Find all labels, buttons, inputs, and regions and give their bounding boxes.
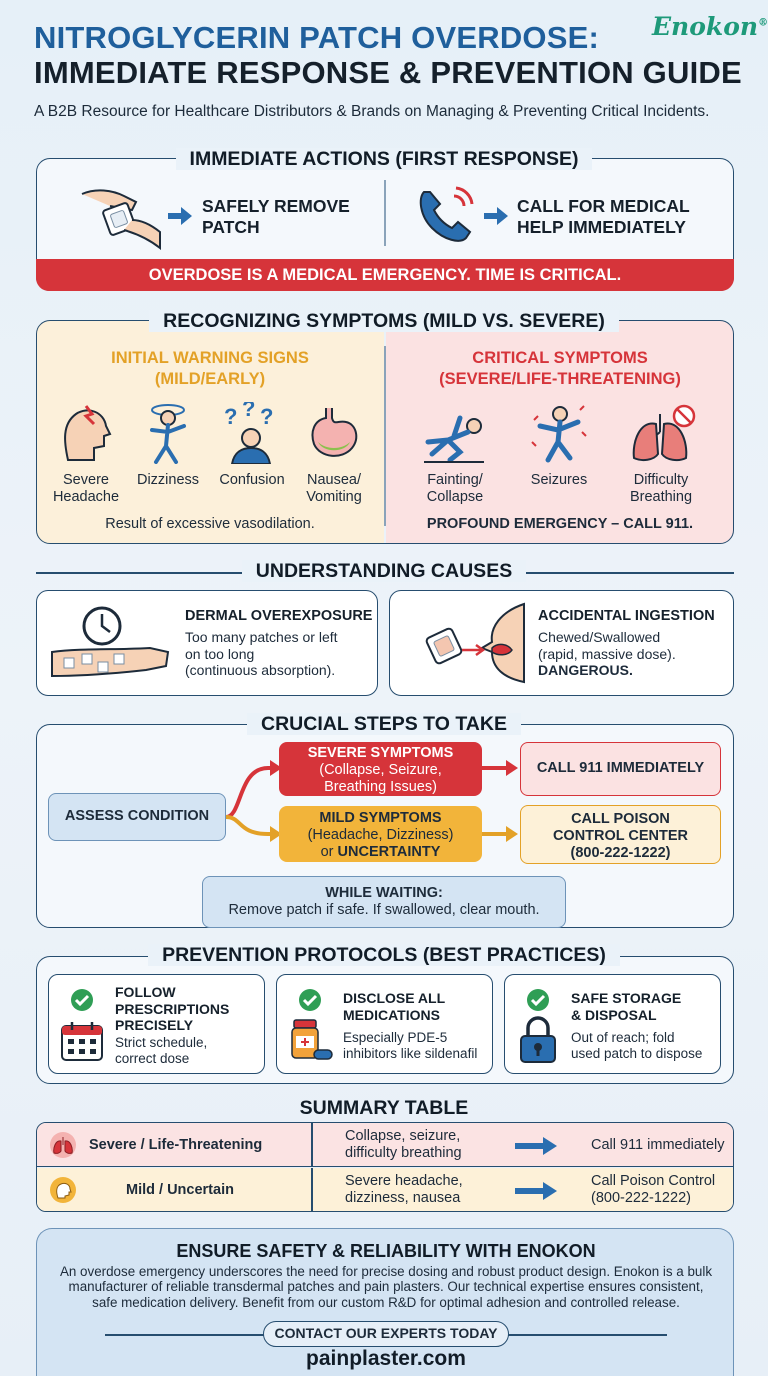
prevention-storage-title: SAFE STORAGE& DISPOSAL <box>571 990 682 1023</box>
phone-call-icon <box>419 186 474 242</box>
while-waiting-box: WHILE WAITING: Remove patch if safe. If … <box>202 876 566 928</box>
brand-name: Enokon <box>652 12 759 41</box>
arrow-right-icon <box>515 1137 557 1155</box>
website-link[interactable]: painplaster.com <box>306 1347 466 1370</box>
arm-patches-clock-icon <box>51 606 170 678</box>
svg-text:?: ? <box>242 402 255 421</box>
prevention-prescriptions-text: Strict schedule,correct dose <box>115 1035 208 1066</box>
footer-body: An overdose emergency underscores the ne… <box>59 1264 713 1310</box>
hand-removing-patch-icon <box>81 189 161 250</box>
symptom-confusion: Confusion <box>219 472 285 488</box>
table-level-severe: Severe / Life-Threatening <box>89 1137 263 1153</box>
table-level-mild: Mild / Uncertain <box>126 1182 234 1198</box>
summary-table: Severe / Life-Threatening Collapse, seiz… <box>36 1122 734 1212</box>
cause-ingestion-title: ACCIDENTAL INGESTION <box>538 608 715 624</box>
symptom-nausea: Nausea/Vomiting <box>306 472 362 505</box>
cause-ingestion-text: Chewed/Swallowed(rapid, massive dose).DA… <box>538 629 676 678</box>
symptom-dizziness: Dizziness <box>136 472 200 488</box>
immediate-actions-title: IMMEDIATE ACTIONS (FIRST RESPONSE) <box>0 148 768 171</box>
steps-title: CRUCIAL STEPS TO TAKE <box>0 713 768 736</box>
table-divider <box>311 1168 313 1211</box>
mild-symptoms-heading: INITIAL WARNING SIGNS(MILD/EARLY) <box>111 349 309 388</box>
confusion-icon: ? ? ? <box>224 402 273 464</box>
footer-cta-panel: ENSURE SAFETY & RELIABILITY WITH ENOKON … <box>36 1228 734 1376</box>
prevention-title: PREVENTION PROTOCOLS (BEST PRACTICES) <box>0 944 768 967</box>
severe-symptoms-note: PROFOUND EMERGENCY – CALL 911. <box>426 516 694 532</box>
mild-symptoms-box: MILD SYMPTOMS (Headache, Dizziness) or U… <box>279 806 482 862</box>
summary-title: SUMMARY TABLE <box>299 1097 469 1119</box>
severe-symptoms-heading: CRITICAL SYMPTOMS(SEVERE/LIFE-THREATENIN… <box>439 349 681 388</box>
svg-text:?: ? <box>260 404 273 429</box>
lungs-icon <box>50 1132 76 1158</box>
mild-symptoms-note: Result of excessive vasodilation. <box>105 516 315 532</box>
brand-logo: Enokon® <box>652 12 768 41</box>
symptoms-title: RECOGNIZING SYMPTOMS (MILD VS. SEVERE) <box>0 310 768 333</box>
causes-title: UNDERSTANDING CAUSES <box>0 560 768 583</box>
symptom-fainting: Fainting/Collapse <box>426 472 484 505</box>
head-icon <box>50 1177 76 1203</box>
symptom-seizures: Seizures <box>530 472 588 488</box>
medication-bottle-icon <box>291 1019 333 1060</box>
check-icon <box>71 989 93 1011</box>
symptoms-divider <box>384 346 386 526</box>
seizures-icon <box>531 405 587 463</box>
assess-condition-box: ASSESS CONDITION <box>48 793 226 841</box>
mouth-swallowing-icon <box>425 602 525 684</box>
table-divider <box>311 1123 313 1167</box>
dizziness-icon <box>150 404 186 464</box>
page-title-line2: IMMEDIATE RESPONSE & PREVENTION GUIDE <box>34 55 742 90</box>
padlock-icon <box>520 1016 556 1063</box>
table-symptoms-severe: Collapse, seizure,difficulty breathing <box>345 1128 462 1161</box>
check-icon <box>527 989 549 1011</box>
table-symptoms-mild: Severe headache,dizziness, nausea <box>345 1173 463 1206</box>
arrow-right-icon <box>515 1182 557 1200</box>
lungs-breathing-icon <box>632 404 696 462</box>
table-row: Mild / Uncertain Severe headache,dizzine… <box>37 1168 733 1211</box>
contact-experts-button[interactable]: CONTACT OUR EXPERTS TODAY <box>263 1321 509 1347</box>
call-911-box: CALL 911 IMMEDIATELY <box>520 742 721 796</box>
emergency-banner: OVERDOSE IS A MEDICAL EMERGENCY. TIME IS… <box>36 259 734 291</box>
actions-divider <box>384 180 386 246</box>
svg-text:?: ? <box>224 404 237 429</box>
headache-icon <box>64 405 112 461</box>
table-action-mild: Call Poison Control(800-222-1222) <box>591 1173 716 1206</box>
check-icon <box>299 989 321 1011</box>
brand-registered-mark: ® <box>758 17 768 29</box>
page-subtitle: A B2B Resource for Healthcare Distributo… <box>34 103 710 120</box>
footer-title: ENSURE SAFETY & RELIABILITY WITH ENOKON <box>176 1241 596 1261</box>
calendar-icon <box>61 1022 103 1061</box>
fainting-icon <box>424 415 484 463</box>
flow-arrows <box>225 760 518 842</box>
cause-dermal-title: DERMAL OVEREXPOSURE <box>185 608 373 624</box>
table-row: Severe / Life-Threatening Collapse, seiz… <box>37 1123 733 1167</box>
symptoms-section <box>36 320 734 544</box>
severe-symptoms-box: SEVERE SYMPTOMS (Collapse, Seizure, Brea… <box>279 742 482 796</box>
call-poison-control-box: CALL POISON CONTROL CENTER (800-222-1222… <box>520 805 721 864</box>
arrow-right-icon <box>484 207 508 225</box>
nausea-stomach-icon <box>311 408 358 457</box>
page-title-line1: NITROGLYCERIN PATCH OVERDOSE: <box>34 20 599 55</box>
table-action-severe: Call 911 immediately <box>591 1137 725 1153</box>
arrow-right-icon <box>168 207 192 225</box>
